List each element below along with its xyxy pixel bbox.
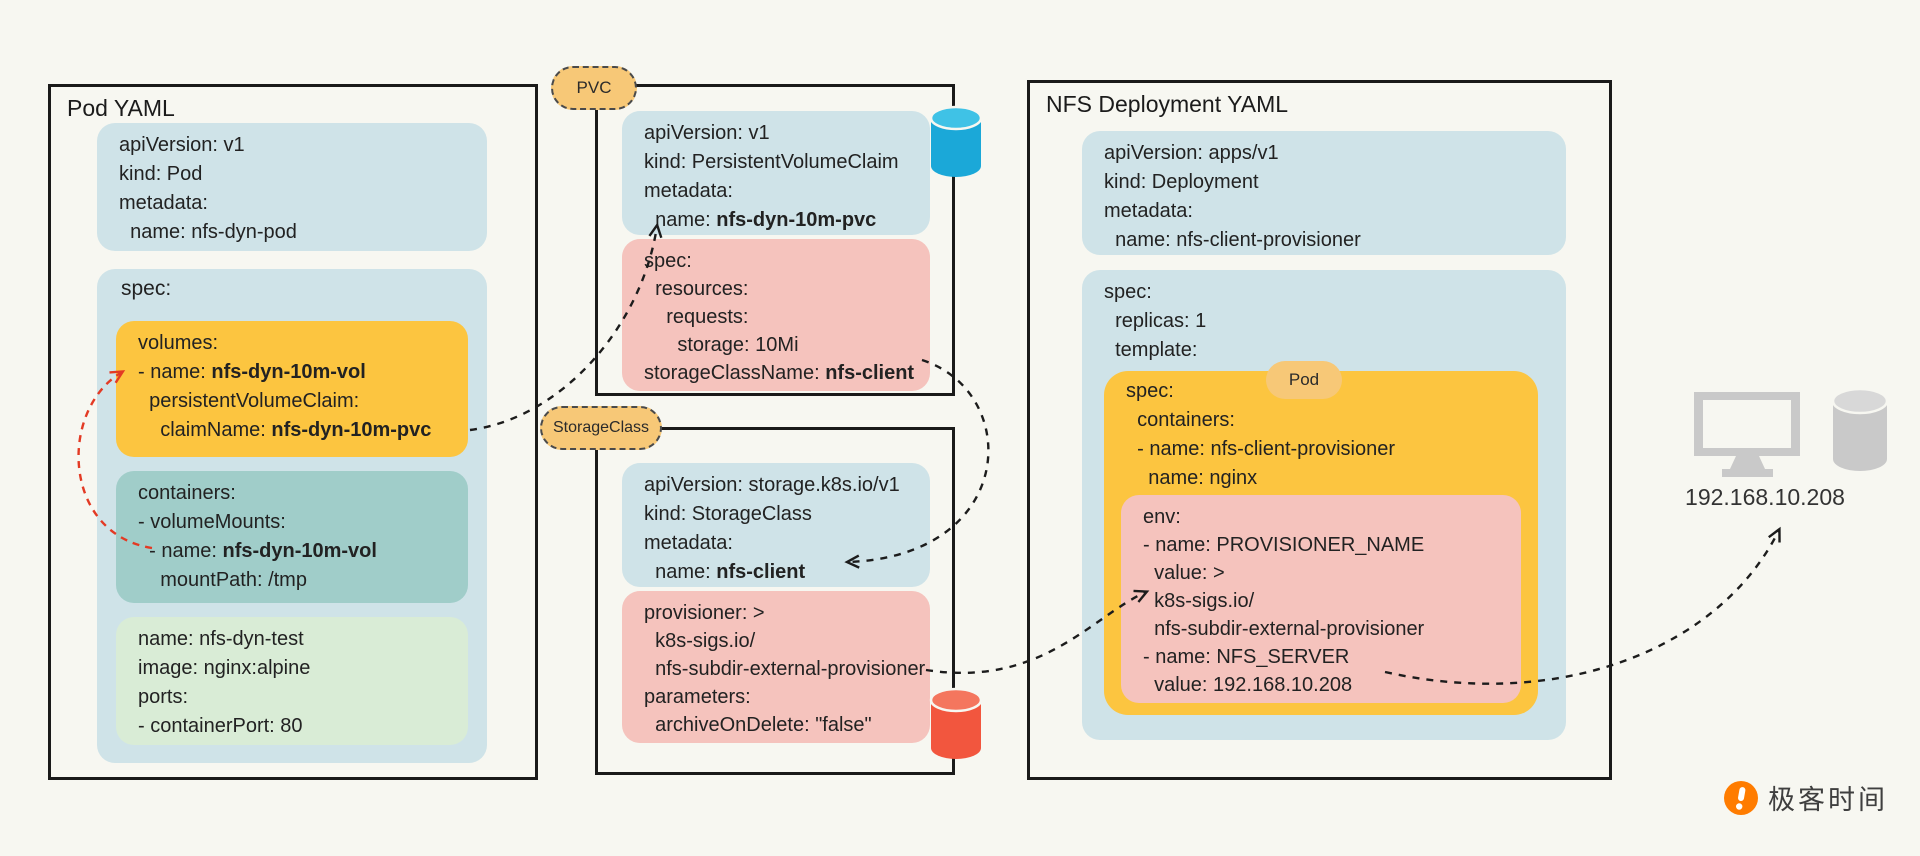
yaml-line: kind: StorageClass [644,503,812,525]
deployment-spec-header-code: spec: replicas: 1 template: [1082,270,1566,365]
storageclass-metadata-code: apiVersion: storage.k8s.io/v1 kind: Stora… [622,463,930,587]
yaml-line: image: nginx:alpine [138,657,311,679]
yaml-line: metadata: [644,532,733,554]
yaml-line: apiVersion: v1 [644,122,770,144]
yaml-line: name: nfs-client-provisioner [1104,229,1361,251]
pod-template-tag-label: Pod [1288,370,1320,389]
pvc-yaml-box: apiVersion: v1 kind: PersistentVolumeClai… [595,84,955,396]
geektime-logo-icon [1724,780,1758,815]
nfs-server-monitor-icon [1694,392,1800,477]
deployment-env-code: env: - name: PROVISIONER_NAME value: > k8… [1121,495,1521,699]
pod-volumes-block: volumes: - name: nfs-dyn-10m-vol persiste… [116,321,468,457]
yaml-line: ports: [138,686,189,708]
yaml-line: apiVersion: apps/v1 [1104,142,1279,164]
yaml-line: nfs-subdir-external-provisioner [1143,618,1425,640]
yaml-line: storage: 10Mi [644,334,799,356]
yaml-line: - name: nfs-client-provisioner [1126,438,1395,460]
pod-yaml-box: Pod YAML apiVersion: v1 kind: Pod metadata… [48,84,538,780]
yaml-line: kind: PersistentVolumeClaim [644,151,899,173]
yaml-line: claimName: nfs-dyn-10m-pvc [138,419,432,441]
pod-template-tag: Pod [1266,361,1342,399]
storageclass-tag: StorageClass [540,406,662,450]
pod-container-info-block: name: nfs-dyn-test image: nginx:alpine por… [116,617,468,745]
pod-metadata-code: apiVersion: v1 kind: Pod metadata: name: n… [97,123,487,247]
pvc-metadata-block: apiVersion: v1 kind: PersistentVolumeClai… [622,111,930,235]
yaml-line: kind: Pod [119,163,203,185]
yaml-line: metadata: [1104,200,1193,222]
yaml-line: storageClassName: nfs-client [644,362,915,384]
yaml-line: spec: [644,250,692,272]
yaml-line: metadata: [119,192,208,214]
yaml-line: mountPath: /tmp [138,569,307,591]
storageclass-yaml-box: apiVersion: storage.k8s.io/v1 kind: Stora… [595,427,955,775]
yaml-line: apiVersion: storage.k8s.io/v1 [644,474,900,496]
yaml-line: apiVersion: v1 [119,134,245,156]
yaml-line: containers: [1126,409,1235,431]
deployment-pod-spec-code: spec: containers: - name: nfs-client-pro… [1104,371,1538,493]
pvc-tag-label: PVC [576,78,612,97]
yaml-line: k8s-sigs.io/ [1143,590,1255,612]
yaml-line: spec: [1104,281,1152,303]
yaml-line: nfs-subdir-external-provisioner [644,658,926,680]
deployment-metadata-code: apiVersion: apps/v1 kind: Deployment metad… [1082,131,1566,255]
storageclass-metadata-block: apiVersion: storage.k8s.io/v1 kind: Stora… [622,463,930,587]
deployment-metadata-block: apiVersion: apps/v1 kind: Deployment metad… [1082,131,1566,255]
yaml-line: - name: nfs-dyn-10m-vol [138,540,377,562]
yaml-line: name: nginx [1126,467,1258,489]
geektime-logo: 极客时间 [1722,778,1888,817]
pod-metadata-block: apiVersion: v1 kind: Pod metadata: name: n… [97,123,487,251]
yaml-line: name: nfs-client [644,561,806,583]
yaml-line: provisioner: > [644,602,765,624]
nfs-server-ip-label: 192.168.10.208 [1685,484,1845,510]
yaml-line: env: [1143,506,1181,528]
yaml-line: value: > [1143,562,1225,584]
yaml-line: resources: [644,278,749,300]
pvc-tag: PVC [551,66,637,110]
yaml-line: persistentVolumeClaim: [138,390,360,412]
nfs-deployment-box: NFS Deployment YAML apiVersion: apps/v1 k… [1027,80,1612,780]
yaml-line: - volumeMounts: [138,511,286,533]
yaml-line: - name: NFS_SERVER [1143,646,1350,668]
pvc-spec-block: spec: resources: requests: storage: 10Mi… [622,239,930,391]
yaml-line: replicas: 1 [1104,310,1207,332]
nfs-deployment-title: NFS Deployment YAML [1046,91,1289,117]
pod-container-info-code: name: nfs-dyn-test image: nginx:alpine por… [116,617,468,741]
storageclass-volume-cylinder-icon [929,687,983,759]
yaml-line: volumes: [138,332,219,354]
yaml-line: - containerPort: 80 [138,715,303,737]
pod-yaml-title: Pod YAML [67,95,175,121]
pod-volumemounts-code: containers: - volumeMounts: - name: nfs-d… [116,471,468,595]
yaml-line: spec: [1126,380,1174,402]
pod-spec-label: spec: [121,277,172,300]
yaml-line: template: [1104,339,1198,361]
pod-volumes-code: volumes: - name: nfs-dyn-10m-vol persiste… [116,321,468,445]
nfs-server-disk-cylinder-icon [1831,387,1889,471]
yaml-line: value: 192.168.10.208 [1143,674,1353,696]
pod-spec-block: spec: volumes: - name: nfs-dyn-10m-vol pe… [97,269,487,763]
yaml-line: requests: [644,306,749,328]
pvc-metadata-code: apiVersion: v1 kind: PersistentVolumeClai… [622,111,930,235]
storageclass-tag-label: StorageClass [552,419,650,436]
yaml-line: - name: nfs-dyn-10m-vol [138,361,366,383]
pvc-volume-cylinder-icon [929,105,983,177]
yaml-line: name: nfs-dyn-pod [119,221,297,243]
yaml-line: archiveOnDelete: "false" [644,714,872,736]
yaml-line: kind: Deployment [1104,171,1259,193]
pvc-spec-code: spec: resources: requests: storage: 10Mi… [622,239,930,387]
deployment-spec-block: spec: replicas: 1 template: spec: contai… [1082,270,1566,740]
yaml-line: name: nfs-dyn-10m-pvc [644,209,877,231]
yaml-line: containers: [138,482,236,504]
storageclass-spec-code: provisioner: > k8s-sigs.io/ nfs-subdir-e… [622,591,930,739]
yaml-line: name: nfs-dyn-test [138,628,304,650]
yaml-line: parameters: [644,686,751,708]
yaml-line: - name: PROVISIONER_NAME [1143,534,1425,556]
storageclass-spec-block: provisioner: > k8s-sigs.io/ nfs-subdir-e… [622,591,930,743]
geektime-logo-text: 极客时间 [1768,785,1888,815]
yaml-line: metadata: [644,180,733,202]
yaml-line: k8s-sigs.io/ [644,630,756,652]
deployment-pod-template-block: spec: containers: - name: nfs-client-pro… [1104,371,1538,715]
pod-volumemounts-block: containers: - volumeMounts: - name: nfs-d… [116,471,468,603]
deployment-env-block: env: - name: PROVISIONER_NAME value: > k8… [1121,495,1521,703]
